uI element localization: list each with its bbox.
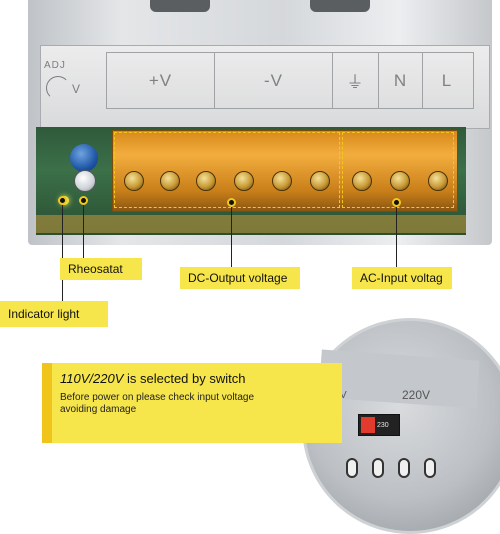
live-label: L <box>441 70 453 90</box>
note-line-1: Before power on please check input volta… <box>60 392 255 403</box>
switch-info-title: 110V/220V is selected by switch <box>60 371 245 386</box>
rheostat-dot <box>79 196 88 205</box>
dc-output-callout: DC-Output voltage <box>180 267 300 289</box>
banner-accent <box>42 363 52 443</box>
screw-icon <box>390 171 410 191</box>
voltage-range: 110V/220V <box>60 371 124 386</box>
screw-icon <box>310 171 330 191</box>
rheostat-callout: Rheosatat <box>60 258 142 280</box>
switch-knob <box>361 417 375 433</box>
neutral-label: N <box>379 53 423 108</box>
terminal-pin <box>346 458 358 478</box>
positive-v-label: +V <box>107 53 215 108</box>
adjust-arrow-icon <box>46 76 70 100</box>
board-edge <box>36 215 466 233</box>
ac-input-dot <box>392 198 401 207</box>
ac-input-highlight <box>342 132 454 208</box>
screw-icon <box>272 171 292 191</box>
screw-icon <box>124 171 144 191</box>
terminal-label-strip: +V -V ⏚ N L <box>106 52 474 109</box>
switch-value: 230 <box>377 421 389 429</box>
terminal-pin <box>372 458 384 478</box>
switch-info-note: Before power on please check input volta… <box>60 392 310 416</box>
ground-icon: ⏚ <box>333 53 379 108</box>
terminal-pin <box>398 458 410 478</box>
dc-output-leader-line <box>231 207 232 267</box>
label-panel <box>40 45 490 129</box>
screw-icon <box>196 171 216 191</box>
screw-icon <box>160 171 180 191</box>
screw-icon <box>352 171 372 191</box>
indicator-light-callout: Indicator light <box>0 301 108 327</box>
ac-input-leader-line <box>396 207 397 267</box>
dc-output-highlight <box>114 132 340 208</box>
indicator-dot <box>58 196 67 205</box>
switch-220v-label: 220V <box>402 388 431 402</box>
screw-icon <box>428 171 448 191</box>
adj-v-label: V <box>72 82 81 96</box>
rheostat-leader-line <box>83 205 84 267</box>
potentiometer-icon <box>70 144 98 172</box>
voltage-selector-switch: 230 <box>358 414 400 436</box>
screw-icon <box>234 171 254 191</box>
ac-input-callout: AC-Input voltag <box>352 267 452 289</box>
note-line-2: avoiding damage <box>60 404 137 415</box>
switch-info-banner <box>42 363 342 443</box>
switch-info-title-rest: is selected by switch <box>123 371 246 386</box>
terminal-pin <box>424 458 436 478</box>
dc-output-dot <box>227 198 236 207</box>
vent-slot <box>150 0 210 12</box>
negative-v-label: -V <box>215 53 333 108</box>
rheostat-knob-icon <box>74 170 96 192</box>
vent-slot <box>310 0 370 12</box>
adj-label: ADJ <box>44 60 66 71</box>
